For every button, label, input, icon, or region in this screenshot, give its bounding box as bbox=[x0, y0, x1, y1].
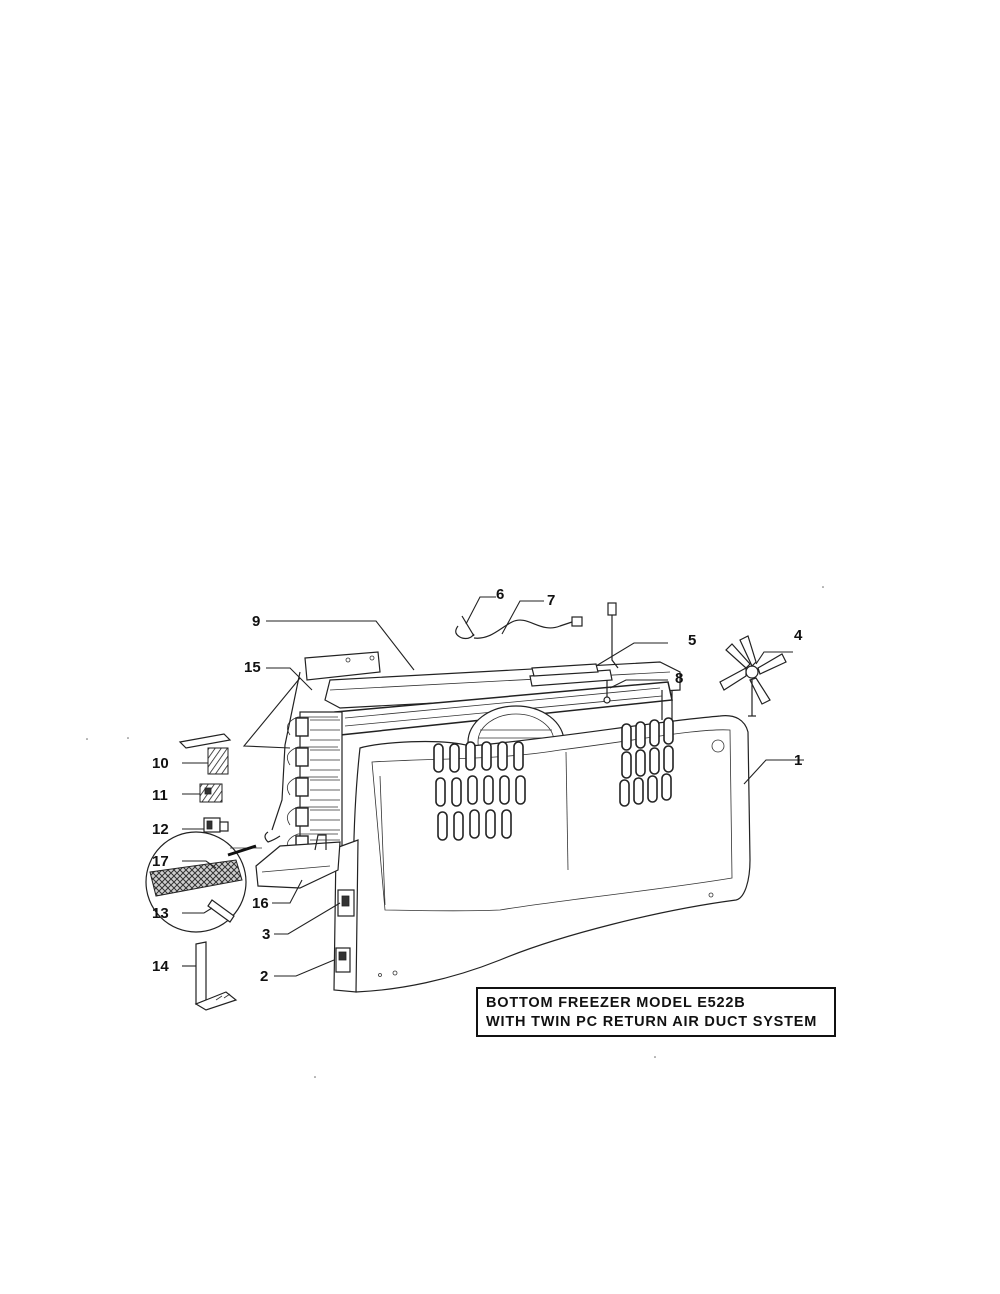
terminal-icon bbox=[203, 817, 229, 833]
wire-harness-icon bbox=[473, 616, 583, 639]
leader-lines bbox=[182, 596, 804, 977]
callout-6: 6 bbox=[496, 586, 504, 603]
callout-17: 17 bbox=[152, 853, 169, 870]
callout-3: 3 bbox=[262, 926, 270, 943]
rear-panel-icon bbox=[333, 715, 751, 993]
fan-blade-icon bbox=[719, 635, 787, 717]
callout-numbers: 1 2 3 4 5 6 7 8 9 10 11 12 13 14 15 16 1… bbox=[152, 586, 803, 985]
model-title-line-2: WITH TWIN PC RETURN AIR DUCT SYSTEM bbox=[486, 1014, 818, 1030]
callout-10: 10 bbox=[152, 755, 169, 772]
callout-13: 13 bbox=[152, 905, 169, 922]
thermostat-probe-icon bbox=[603, 680, 611, 704]
callout-2: 2 bbox=[260, 968, 268, 985]
callout-15: 15 bbox=[244, 659, 261, 676]
callout-5: 5 bbox=[688, 632, 696, 649]
drain-pan-icon bbox=[255, 834, 341, 889]
bracket-icon bbox=[335, 947, 351, 973]
model-title-box: BOTTOM FREEZER MODEL E522B WITH TWIN PC … bbox=[476, 987, 836, 1037]
evaporator-coil-icon bbox=[264, 602, 681, 863]
callout-16: 16 bbox=[252, 895, 269, 912]
filter-pad-icon bbox=[207, 899, 235, 923]
callout-14: 14 bbox=[152, 958, 169, 975]
heater-tube-icon bbox=[531, 663, 599, 677]
callout-1: 1 bbox=[794, 752, 802, 769]
callout-7: 7 bbox=[547, 592, 555, 609]
sensor-icon bbox=[455, 615, 475, 640]
callout-4: 4 bbox=[794, 627, 803, 644]
callout-9: 9 bbox=[252, 613, 260, 630]
callout-8: 8 bbox=[675, 670, 683, 687]
callout-11: 11 bbox=[152, 787, 168, 804]
cover-plate-icon bbox=[178, 733, 232, 775]
drain-bracket-icon bbox=[194, 941, 238, 1011]
clip-icon bbox=[337, 889, 355, 917]
scan-specks bbox=[86, 586, 824, 1078]
callout-12: 12 bbox=[152, 821, 169, 838]
connector-block-icon bbox=[199, 783, 223, 803]
model-title-line-1: BOTTOM FREEZER MODEL E522B bbox=[486, 995, 746, 1011]
